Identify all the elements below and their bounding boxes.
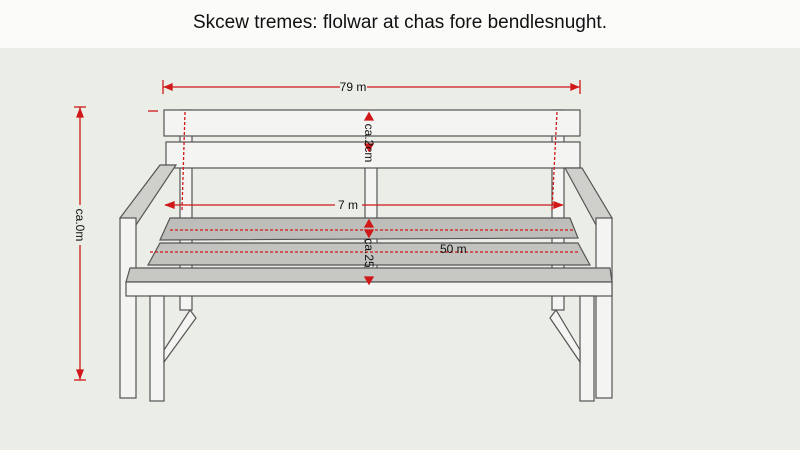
- title-bar: Skcew tremes: flolwar at chas fore bendl…: [0, 0, 800, 48]
- brace-left: [163, 308, 197, 364]
- seat-width-label: 7 m: [338, 198, 358, 212]
- overall-width-label: 79 m: [340, 80, 367, 94]
- overall-height-label: ca.0m: [73, 209, 87, 242]
- front-leg-left: [119, 217, 137, 399]
- seat-gap-label: ca.25: [362, 238, 376, 268]
- leg-left-inner: [149, 295, 165, 402]
- seat-slat-1: [159, 217, 579, 241]
- armrest-right: [563, 167, 613, 226]
- front-leg-right: [595, 217, 613, 399]
- diagram-title: Skcew tremes: flolwar at chas fore bendl…: [193, 12, 607, 33]
- dimension-lines: [74, 80, 581, 381]
- seat-slat-2: [146, 242, 592, 266]
- bench: [119, 109, 613, 402]
- armrest-left: [119, 164, 178, 226]
- backrest-slat-bottom: [165, 141, 581, 169]
- seat-depth-label: 50 m: [440, 242, 467, 256]
- brace-right: [549, 308, 581, 364]
- leg-right-inner: [579, 295, 595, 402]
- backrest-gap-label: ca.2cm: [362, 124, 376, 163]
- backrest-slat-top: [163, 109, 581, 137]
